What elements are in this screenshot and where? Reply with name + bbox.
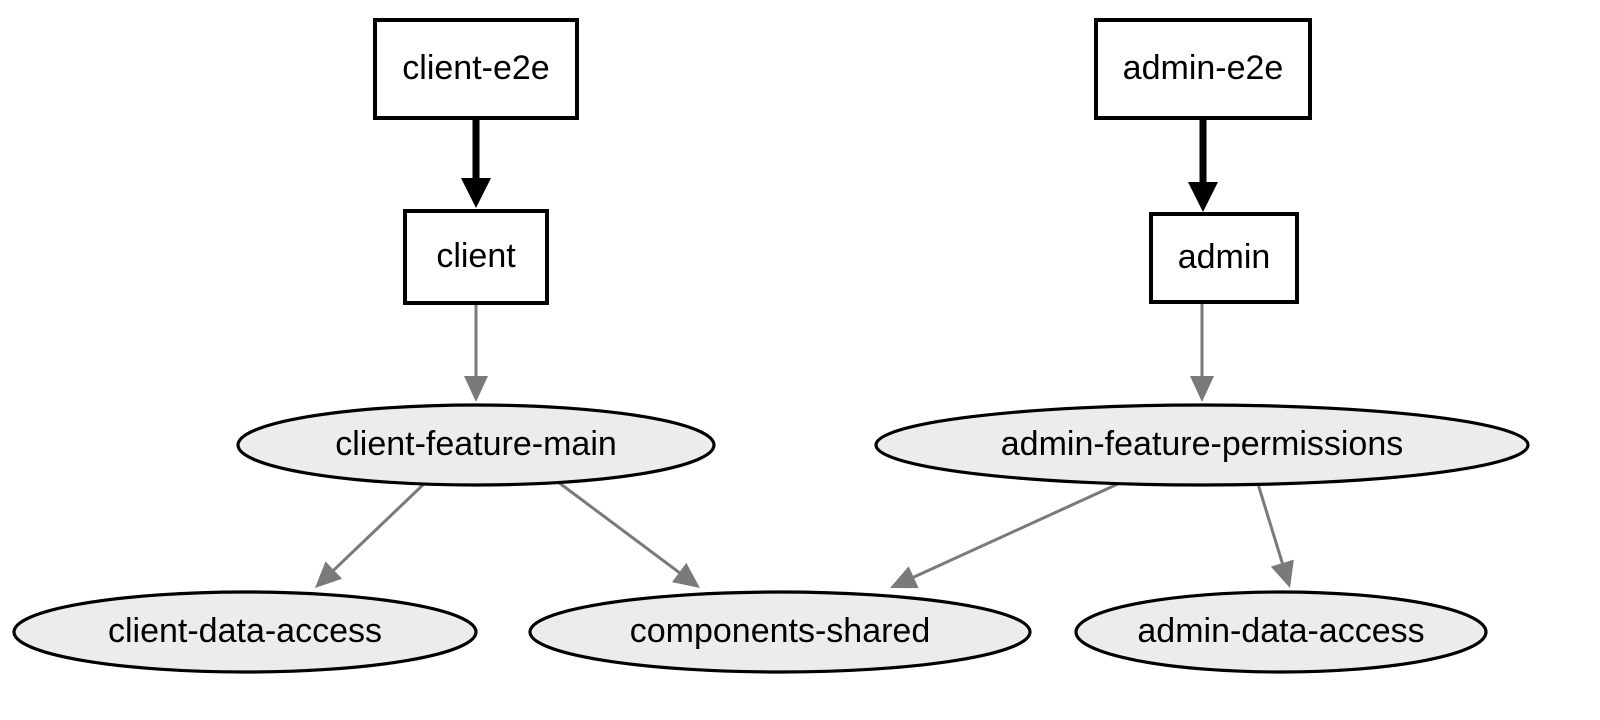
edge-line <box>1256 483 1285 566</box>
node-admin[interactable]: admin <box>1149 212 1299 304</box>
edge-arrowhead <box>464 376 488 402</box>
node-client-data-access[interactable]: client-data-access <box>12 590 478 674</box>
node-label: admin-e2e <box>1123 49 1284 87</box>
node-label: components-shared <box>630 612 931 650</box>
edge-arrowhead <box>1190 376 1214 402</box>
node-label: client-data-access <box>108 612 382 650</box>
edge-arrowhead <box>890 566 919 589</box>
node-label: admin <box>1178 238 1271 276</box>
nodes-layer: client-e2e admin-e2e client admin client-fea… <box>12 18 1530 674</box>
node-label: client-e2e <box>402 49 549 87</box>
node-admin-feature-permissions[interactable]: admin-feature-permissions <box>874 403 1530 487</box>
node-client-e2e[interactable]: client-e2e <box>373 18 579 120</box>
edges-layer <box>315 120 1294 589</box>
edge-arrowhead <box>671 562 700 588</box>
node-rect-shape[interactable] <box>1094 18 1312 120</box>
edge-arrowhead <box>1270 559 1294 588</box>
node-rect-shape[interactable] <box>1149 212 1299 304</box>
edge-client-e2e-to-client <box>461 120 491 208</box>
node-label: admin-data-access <box>1137 612 1424 650</box>
edge-client-feature-main-to-components-shared <box>557 480 700 588</box>
edge-client-feature-main-to-client-data-access <box>315 479 429 588</box>
node-client-feature-main[interactable]: client-feature-main <box>236 403 716 487</box>
node-label: client <box>436 237 516 275</box>
node-rect-shape[interactable] <box>403 209 549 305</box>
edge-line <box>331 479 429 573</box>
node-rect-shape[interactable] <box>373 18 579 120</box>
edge-admin-to-admin-feature-permissions <box>1190 304 1214 402</box>
edge-line <box>911 481 1121 580</box>
edge-admin-feature-permissions-to-admin-data-access <box>1256 483 1294 588</box>
edge-client-to-client-feature-main <box>464 304 488 402</box>
node-ellipse-shape[interactable] <box>528 590 1032 674</box>
node-client[interactable]: client <box>403 209 549 305</box>
node-admin-data-access[interactable]: admin-data-access <box>1074 590 1488 674</box>
node-label: admin-feature-permissions <box>1001 425 1404 463</box>
node-ellipse-shape[interactable] <box>236 403 716 487</box>
node-label: client-feature-main <box>335 425 617 463</box>
edge-line <box>557 480 682 575</box>
edge-arrowhead <box>315 561 343 588</box>
edge-arrowhead <box>461 178 491 208</box>
edge-arrowhead <box>1188 182 1218 212</box>
node-components-shared[interactable]: components-shared <box>528 590 1032 674</box>
node-admin-e2e[interactable]: admin-e2e <box>1094 18 1312 120</box>
edge-admin-feature-permissions-to-components-shared <box>890 481 1121 589</box>
node-ellipse-shape[interactable] <box>12 590 478 674</box>
node-ellipse-shape[interactable] <box>874 403 1530 487</box>
node-ellipse-shape[interactable] <box>1074 590 1488 674</box>
edge-admin-e2e-to-admin <box>1188 120 1218 212</box>
